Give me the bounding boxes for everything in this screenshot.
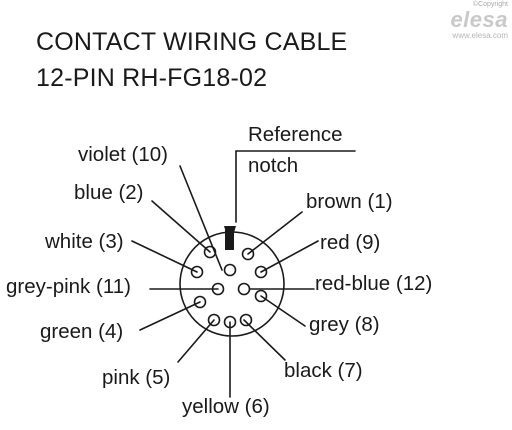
pin-label-red-9: red (9) (320, 231, 380, 254)
leader-red-9 (260, 240, 319, 273)
reference-label-line-1: Reference (248, 123, 343, 146)
notch-arrowhead-icon (224, 226, 236, 246)
leader-brown-1 (247, 211, 303, 255)
pin-9 (254, 265, 268, 279)
pin-label-grey-pink-11: grey-pink (11) (6, 275, 131, 298)
leader-blue-2 (151, 200, 211, 253)
pin-5 (207, 313, 221, 327)
pin-3 (190, 265, 204, 279)
pin-label-violet-10: violet (10) (78, 143, 168, 166)
pin-label-yellow-6: yellow (6) (182, 395, 270, 418)
brand-website: www.elesa.com (452, 31, 508, 40)
pin-label-green-4: green (4) (40, 320, 123, 343)
pin-12 (237, 282, 251, 296)
reference-label-line-2: notch (248, 154, 298, 177)
pin-7 (239, 313, 253, 327)
pin-1 (241, 247, 255, 261)
leader-pink-5 (177, 319, 215, 363)
pin-label-red-blue-12: red-blue (12) (315, 272, 432, 295)
pin-label-brown-1: brown (1) (306, 190, 393, 213)
pin-8 (254, 289, 268, 303)
pin-10 (223, 263, 237, 277)
pin-4 (193, 295, 207, 309)
leader-white-3 (131, 240, 198, 273)
pin-label-pink-5: pink (5) (102, 366, 170, 389)
brand-logo-block: ©Copyright elesa www.elesa.com (436, 1, 508, 45)
pin-label-black-7: black (7) (284, 359, 363, 382)
diagram-title-line-2: 12-PIN RH-FG18-02 (36, 64, 268, 92)
leader-grey-8 (260, 295, 306, 327)
pin-2 (203, 245, 217, 259)
pin-label-blue-2: blue (2) (74, 181, 144, 204)
leader-black-7 (243, 319, 286, 361)
pin-label-white-3: white (3) (44, 230, 124, 253)
diagram-title-line-1: CONTACT WIRING CABLE (36, 28, 348, 56)
pin-6 (223, 315, 237, 329)
elesa-logo: elesa (450, 7, 508, 32)
pin-11 (211, 282, 225, 296)
pin-label-grey-8: grey (8) (309, 313, 380, 336)
copyright-notice: ©Copyright (472, 1, 508, 8)
leader-green-4 (139, 301, 201, 331)
